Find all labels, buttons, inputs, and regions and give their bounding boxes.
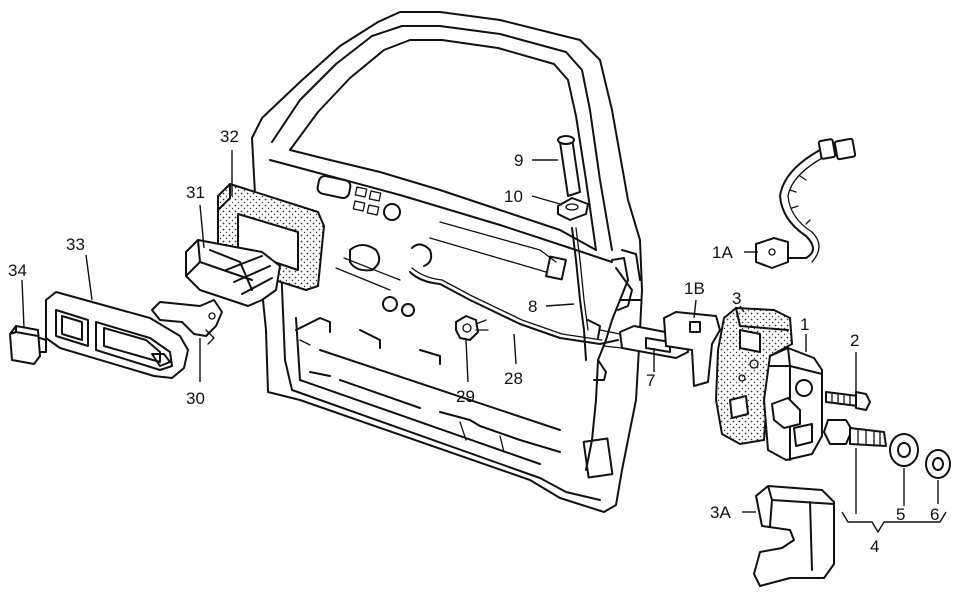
operating-rod-28 [409,267,619,345]
label-10: 10 [504,187,523,206]
lock-base-3 [715,307,793,445]
handle-housing-31 [185,239,281,307]
label-9: 9 [514,151,523,170]
washer-5 [889,433,919,467]
grommet-10 [557,197,589,221]
washer-6 [925,449,951,479]
label-31: 31 [186,183,205,202]
label-1: 1 [800,315,809,334]
label-7: 7 [646,371,655,390]
lock-rod-8 [571,227,589,361]
door-shell [251,11,643,513]
trim-bezel-33 [45,291,189,379]
label-3A: 3A [710,503,731,522]
clip-29 [455,315,489,341]
label-1B: 1B [684,279,705,298]
wiring-harness-1A [755,137,857,269]
label-33: 33 [66,235,85,254]
lock-button-9 [557,135,581,197]
label-2: 2 [850,331,859,350]
label-6: 6 [930,505,939,524]
cover-plate-1B [663,311,721,387]
inner-handle-30 [151,299,223,345]
label-34: 34 [8,261,27,280]
bolt-2 [825,391,871,411]
label-32: 32 [220,127,239,146]
label-1A: 1A [712,243,733,262]
label-30: 30 [186,389,205,408]
label-3: 3 [732,289,741,308]
striker-bolt-4 [823,419,887,447]
label-4: 4 [870,537,879,556]
label-5: 5 [896,505,905,524]
leader-lines [21,150,947,534]
label-29: 29 [456,387,475,406]
lock-mechanism-1 [763,347,823,461]
cap-34 [9,325,47,365]
label-28: 28 [504,369,523,388]
lock-cover-3A [753,485,835,587]
part-labels: 32 31 33 34 30 9 10 8 28 29 7 1B 3 1A 1 … [8,127,939,556]
label-8: 8 [528,297,537,316]
